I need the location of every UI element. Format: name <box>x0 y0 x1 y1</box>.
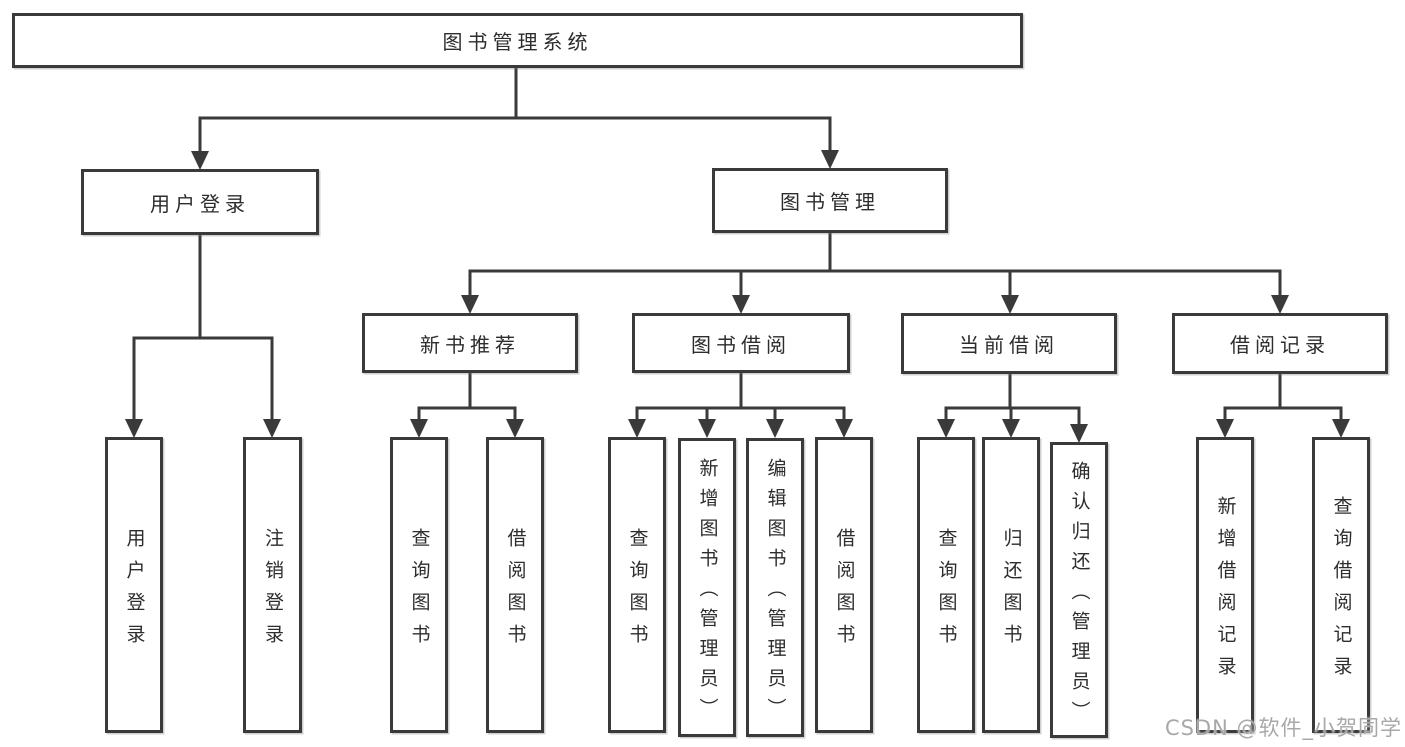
node-book-borrow: 图书借阅 <box>632 313 850 373</box>
node-leaf-return-book: 归还图书 <box>982 437 1040 733</box>
node-leaf-query-borrow-record-label: 查询借阅记录 <box>1330 495 1353 688</box>
node-leaf-query-books-current-label: 查询图书 <box>935 527 958 656</box>
arrowhead-icon <box>732 295 750 314</box>
node-leaf-logout-label: 注销登录 <box>262 527 284 656</box>
arrowhead-icon <box>506 419 524 438</box>
node-current-borrow-label: 当前借阅 <box>959 333 1059 357</box>
arrowhead-icon <box>821 150 839 169</box>
arrowhead-icon <box>1070 424 1088 443</box>
node-leaf-add-book-admin: 新增图书（管理员） <box>678 438 736 737</box>
node-leaf-logout: 注销登录 <box>243 437 302 733</box>
node-borrow-records: 借阅记录 <box>1172 313 1388 374</box>
node-leaf-user-login-label: 用户登录 <box>123 527 146 656</box>
arrowhead-icon <box>191 151 209 170</box>
node-root-system: 图书管理系统 <box>12 13 1023 68</box>
node-leaf-return-book-label: 归还图书 <box>1000 527 1023 656</box>
arrowhead-icon <box>410 419 428 438</box>
node-leaf-add-book-admin-label: 新增图书（管理员） <box>696 458 719 728</box>
arrowhead-icon <box>835 419 853 438</box>
node-leaf-confirm-return-admin: 确认归还（管理员） <box>1050 442 1108 738</box>
node-leaf-borrow-books-newbooks-label: 借阅图书 <box>504 527 527 656</box>
node-book-management-label: 图书管理 <box>780 190 880 214</box>
arrowhead-icon <box>1216 419 1234 438</box>
arrowhead-icon <box>1271 295 1289 314</box>
node-leaf-query-books-borrow-label: 查询图书 <box>626 527 649 656</box>
node-root-system-label: 图书管理系统 <box>442 30 593 54</box>
node-current-borrow: 当前借阅 <box>901 313 1117 374</box>
node-book-management: 图书管理 <box>712 168 948 233</box>
node-leaf-edit-book-admin: 编辑图书（管理员） <box>746 438 804 737</box>
node-leaf-confirm-return-admin-label: 确认归还（管理员） <box>1068 460 1091 731</box>
arrowhead-icon <box>937 419 955 438</box>
node-leaf-user-login: 用户登录 <box>105 437 163 733</box>
node-leaf-add-borrow-record: 新增借阅记录 <box>1196 437 1254 733</box>
node-new-book-recommend-label: 新书推荐 <box>420 332 520 357</box>
node-leaf-query-books-newbooks-label: 查询图书 <box>408 527 431 656</box>
node-new-book-recommend: 新书推荐 <box>362 313 578 373</box>
node-borrow-records-label: 借阅记录 <box>1230 333 1330 357</box>
arrowhead-icon <box>766 419 784 438</box>
node-leaf-edit-book-admin-label: 编辑图书（管理员） <box>764 458 787 728</box>
node-leaf-query-books-newbooks: 查询图书 <box>390 437 448 733</box>
node-leaf-borrow-books-borrow: 借阅图书 <box>815 437 873 733</box>
node-user-login: 用户登录 <box>81 169 319 235</box>
node-leaf-borrow-books-borrow-label: 借阅图书 <box>833 527 856 656</box>
node-leaf-add-borrow-record-label: 新增借阅记录 <box>1214 495 1237 688</box>
arrowhead-icon <box>1332 419 1350 438</box>
csdn-watermark: CSDN @软件_小贺同学 <box>1164 716 1402 740</box>
node-user-login-label: 用户登录 <box>150 191 250 216</box>
node-leaf-query-borrow-record: 查询借阅记录 <box>1312 437 1370 733</box>
arrowhead-icon <box>461 295 479 314</box>
node-leaf-query-books-current: 查询图书 <box>917 437 975 733</box>
arrowhead-icon <box>1001 295 1019 314</box>
arrowhead-icon <box>263 419 281 438</box>
arrowhead-icon <box>698 419 716 438</box>
arrowhead-icon <box>125 419 143 438</box>
node-book-borrow-label: 图书借阅 <box>691 332 791 357</box>
arrowhead-icon <box>628 419 646 438</box>
arrowhead-icon <box>1002 419 1020 438</box>
node-leaf-borrow-books-newbooks: 借阅图书 <box>486 437 544 733</box>
node-leaf-query-books-borrow: 查询图书 <box>608 437 666 733</box>
